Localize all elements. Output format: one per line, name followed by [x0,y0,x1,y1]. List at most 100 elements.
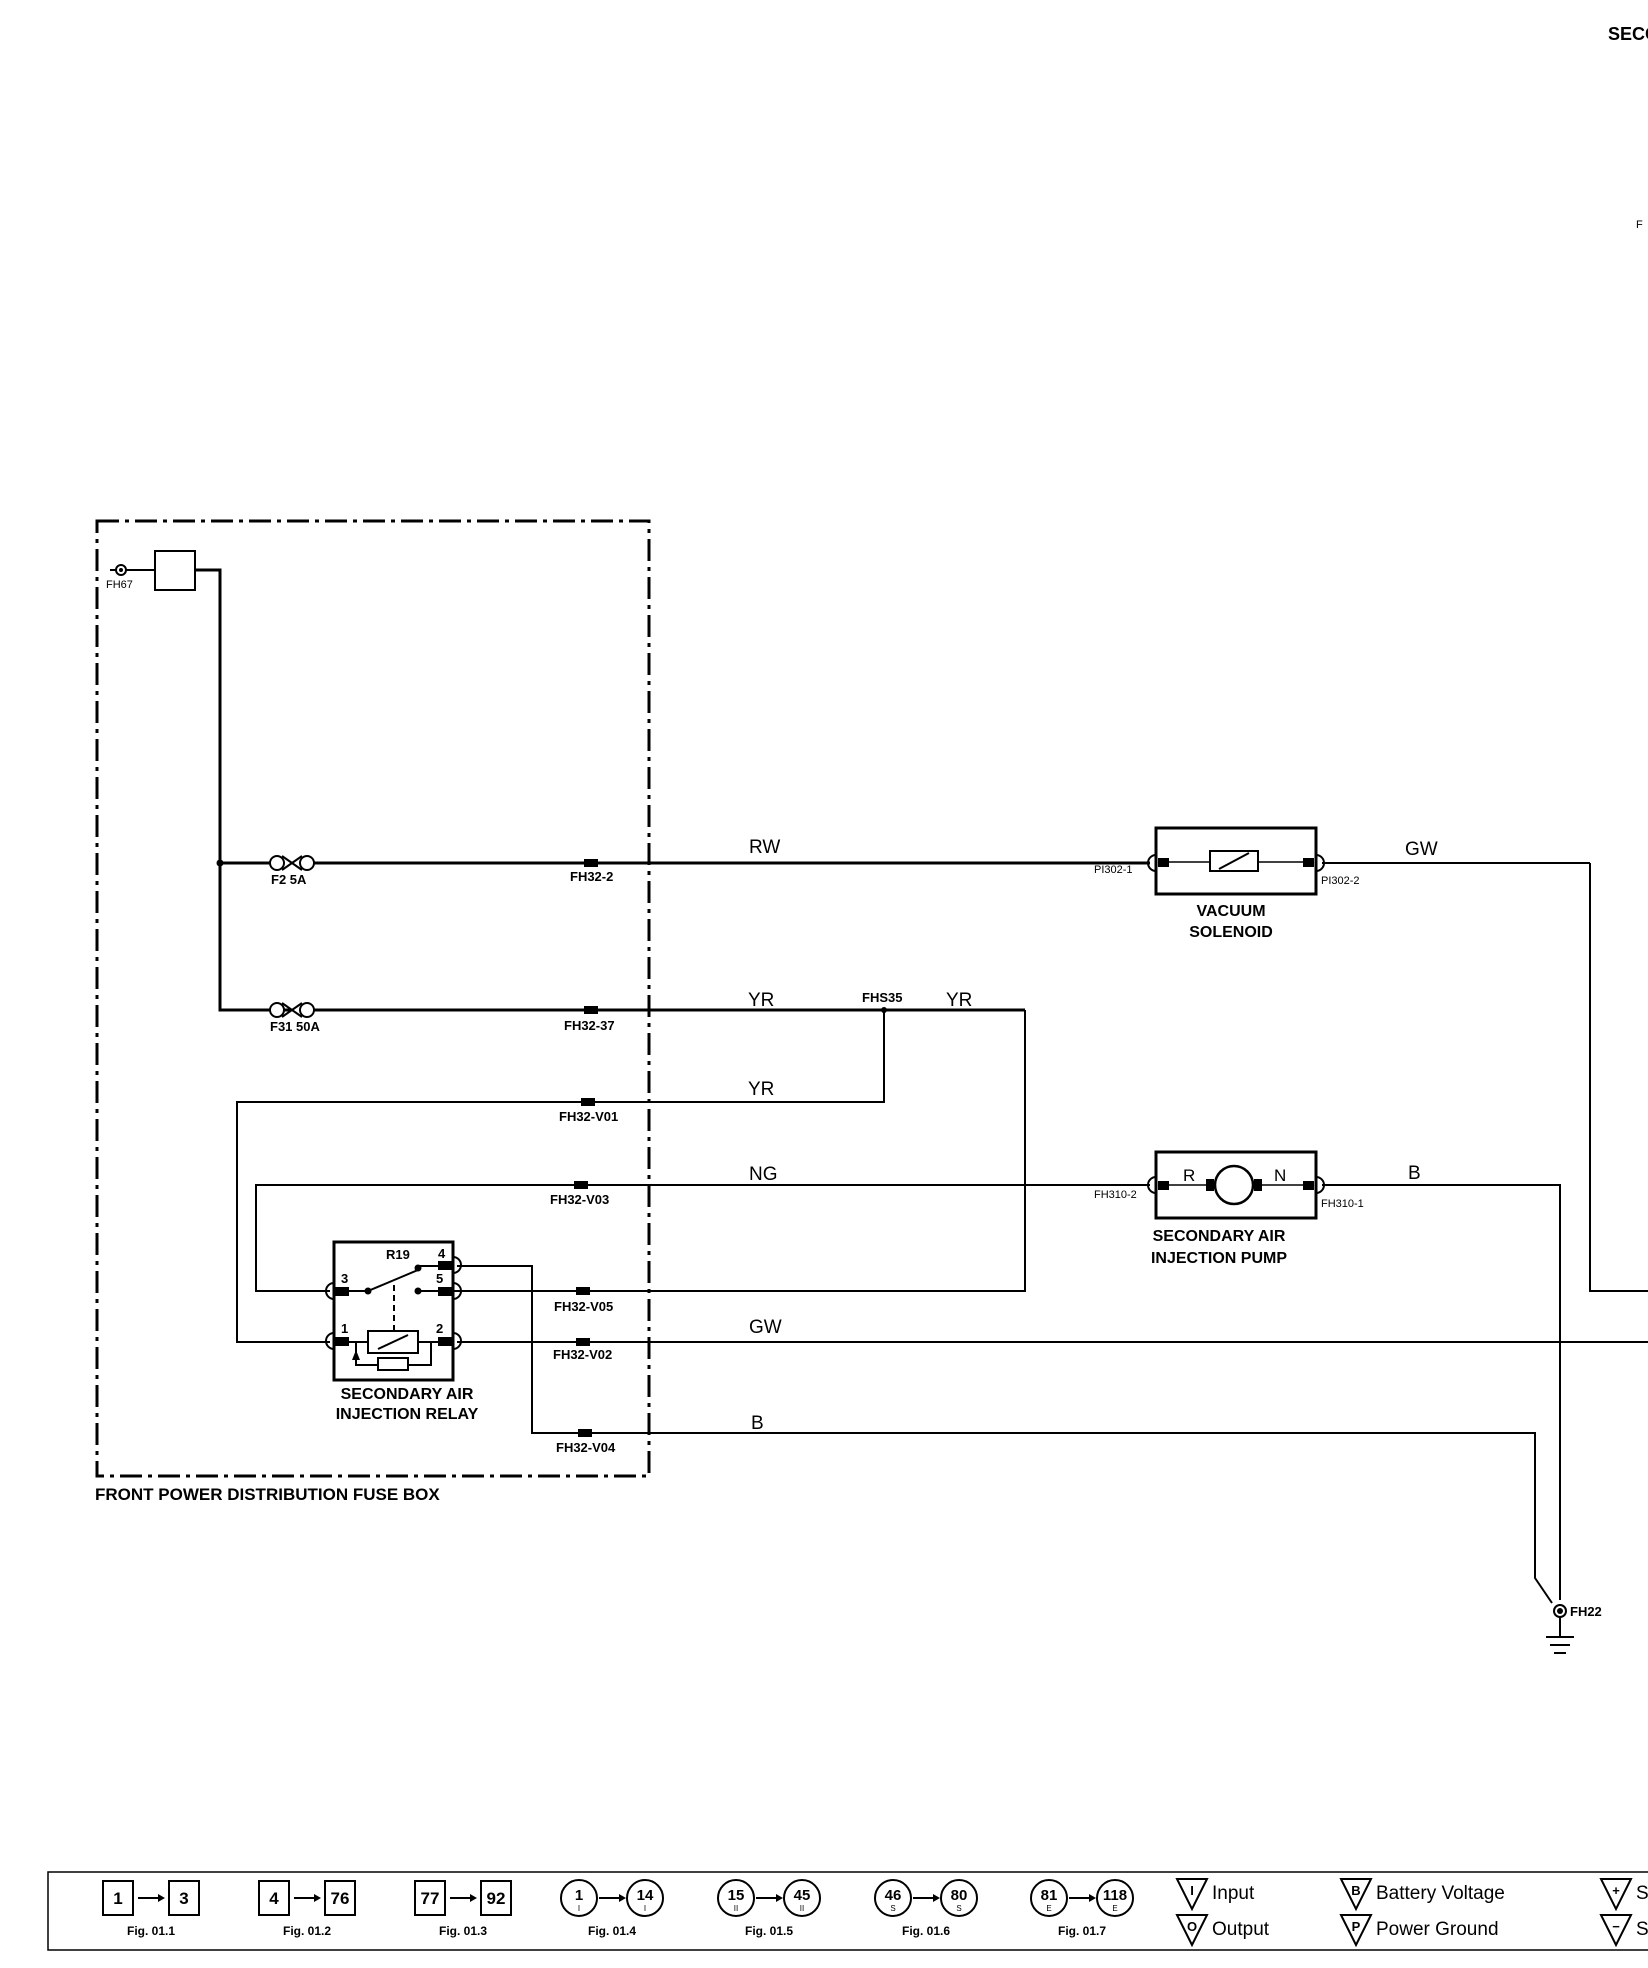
legend-triangle-icon [1175,1878,1209,1912]
legend-circle-badge [940,1879,978,1917]
wire-label-b-lower: B [751,1413,764,1434]
relay-output-wires [442,1265,1648,1604]
legend-square-badge [168,1880,200,1916]
connector-v03-label: FH32-V03 [550,1192,609,1207]
relay-pin-3: 3 [341,1271,348,1286]
connector-v01-label: FH32-V01 [559,1109,618,1124]
legend-from-number: 1 [575,1887,583,1904]
legend-from-number: 81 [1041,1887,1058,1904]
connector-v05-label: FH32-V05 [554,1299,613,1314]
legend-fig-caption: Fig. 01.3 [439,1924,487,1938]
legend-triangle-glyph: P [1352,1919,1361,1934]
legend-symbol-label: S [1636,1883,1648,1904]
legend-to-number: 45 [794,1887,811,1904]
air-injection-relay [325,1240,462,1382]
legend-triangle-glyph: B [1351,1883,1360,1898]
legend-from-number: 15 [728,1887,745,1904]
connector-v04 [578,1429,592,1437]
wire-label-rw: RW [749,837,780,858]
relay-id: R19 [386,1247,410,1262]
legend-to-number: 118 [1103,1887,1127,1904]
legend-to-number: 92 [487,1889,506,1908]
supply-terminal [110,550,196,591]
legend-box [47,1871,1648,1951]
legend-symbol: O Output [1175,1914,1270,1948]
legend-arrowhead [470,1894,477,1902]
legend-circle-badge [626,1879,664,1917]
solenoid-title-2: SOLENOID [1189,924,1273,941]
relay-pin-1: 1 [341,1321,348,1336]
legend-fig-caption: Fig. 01.4 [588,1924,636,1938]
legend-arrowhead [314,1894,321,1902]
ground-label: FH22 [1570,1604,1602,1619]
legend-square-badge [324,1880,356,1916]
legend-from-sub: E [1046,1904,1051,1913]
legend-triangle-glyph: − [1612,1919,1620,1934]
legend-symbol: P Power Ground [1339,1914,1499,1948]
legend-circle-badge [783,1879,821,1917]
legend-triangle-icon [1599,1914,1633,1948]
connector-v01 [581,1098,595,1106]
legend-triangle-glyph: + [1612,1883,1620,1898]
fuse-f31 [269,1002,315,1018]
pump-terminal-r: R [1183,1166,1195,1185]
legend-triangle-icon [1339,1878,1373,1912]
legend-circle-badge [1096,1879,1134,1917]
legend-triangle-icon [1339,1914,1373,1948]
pump-pin-left: FH310-2 [1094,1189,1137,1201]
wire-label-gw-lower: GW [749,1317,782,1338]
legend-symbol-label: Output [1212,1919,1270,1940]
legend-fig-caption: Fig. 01.1 [127,1924,175,1938]
legend-triangle-icon [1175,1914,1209,1948]
yr-circuit [236,1008,1026,1343]
legend-from-sub: I [578,1904,580,1913]
page-title-fragment: SECO [1608,24,1648,44]
connector-fh32-37 [584,1006,598,1014]
legend-to-sub: E [1112,1904,1117,1913]
connector-v02-label: FH32-V02 [553,1347,612,1362]
vacuum-solenoid [1147,826,1325,896]
fuse-f31-label: F31 50A [270,1019,320,1034]
solenoid-pin-right: PI302-2 [1321,875,1360,887]
relay-pin-4: 4 [438,1246,446,1261]
legend-fig-caption: Fig. 01.5 [745,1924,793,1938]
connector-v04-label: FH32-V04 [556,1440,616,1455]
fuse-f2-label: F2 5A [271,872,307,887]
legend-from-number: 4 [269,1889,279,1908]
ground-symbol [1546,1604,1574,1654]
legend-to-sub: S [956,1904,961,1913]
legend-circle-badge [1030,1879,1068,1917]
legend-to-number: 80 [951,1887,968,1904]
wire-label-yr-right: YR [946,990,972,1011]
legend-square-badge [102,1880,134,1916]
legend-fig-caption: Fig. 01.2 [283,1924,331,1938]
pump-title-1: SECONDARY AIR [1153,1228,1286,1245]
pump-terminal-n: N [1274,1166,1286,1185]
splice-dot [881,1007,887,1013]
legend-from-sub: S [890,1904,895,1913]
legend-symbol-label: Power Ground [1376,1919,1499,1940]
legend-square-badge [258,1880,290,1916]
legend-square-badge [480,1880,512,1916]
legend-symbol-label: Battery Voltage [1376,1883,1505,1904]
pump-pin-right: FH310-1 [1321,1198,1364,1210]
legend-symbol: B Battery Voltage [1339,1878,1505,1912]
connector-fh32-2 [584,859,598,867]
legend-triangle-glyph: O [1187,1919,1197,1934]
wire-label-b-pump: B [1408,1163,1421,1184]
legend-fig-caption: Fig. 01.6 [902,1924,950,1938]
supply-terminal-label: FH67 [106,579,133,591]
solenoid-pin-left: PI302-1 [1094,864,1133,876]
legend-to-number: 14 [637,1887,654,1904]
legend-symbol-label: Input [1212,1883,1255,1904]
legend-from-number: 77 [421,1889,440,1908]
fuse-f2 [269,855,315,871]
legend-square-badge [414,1880,446,1916]
